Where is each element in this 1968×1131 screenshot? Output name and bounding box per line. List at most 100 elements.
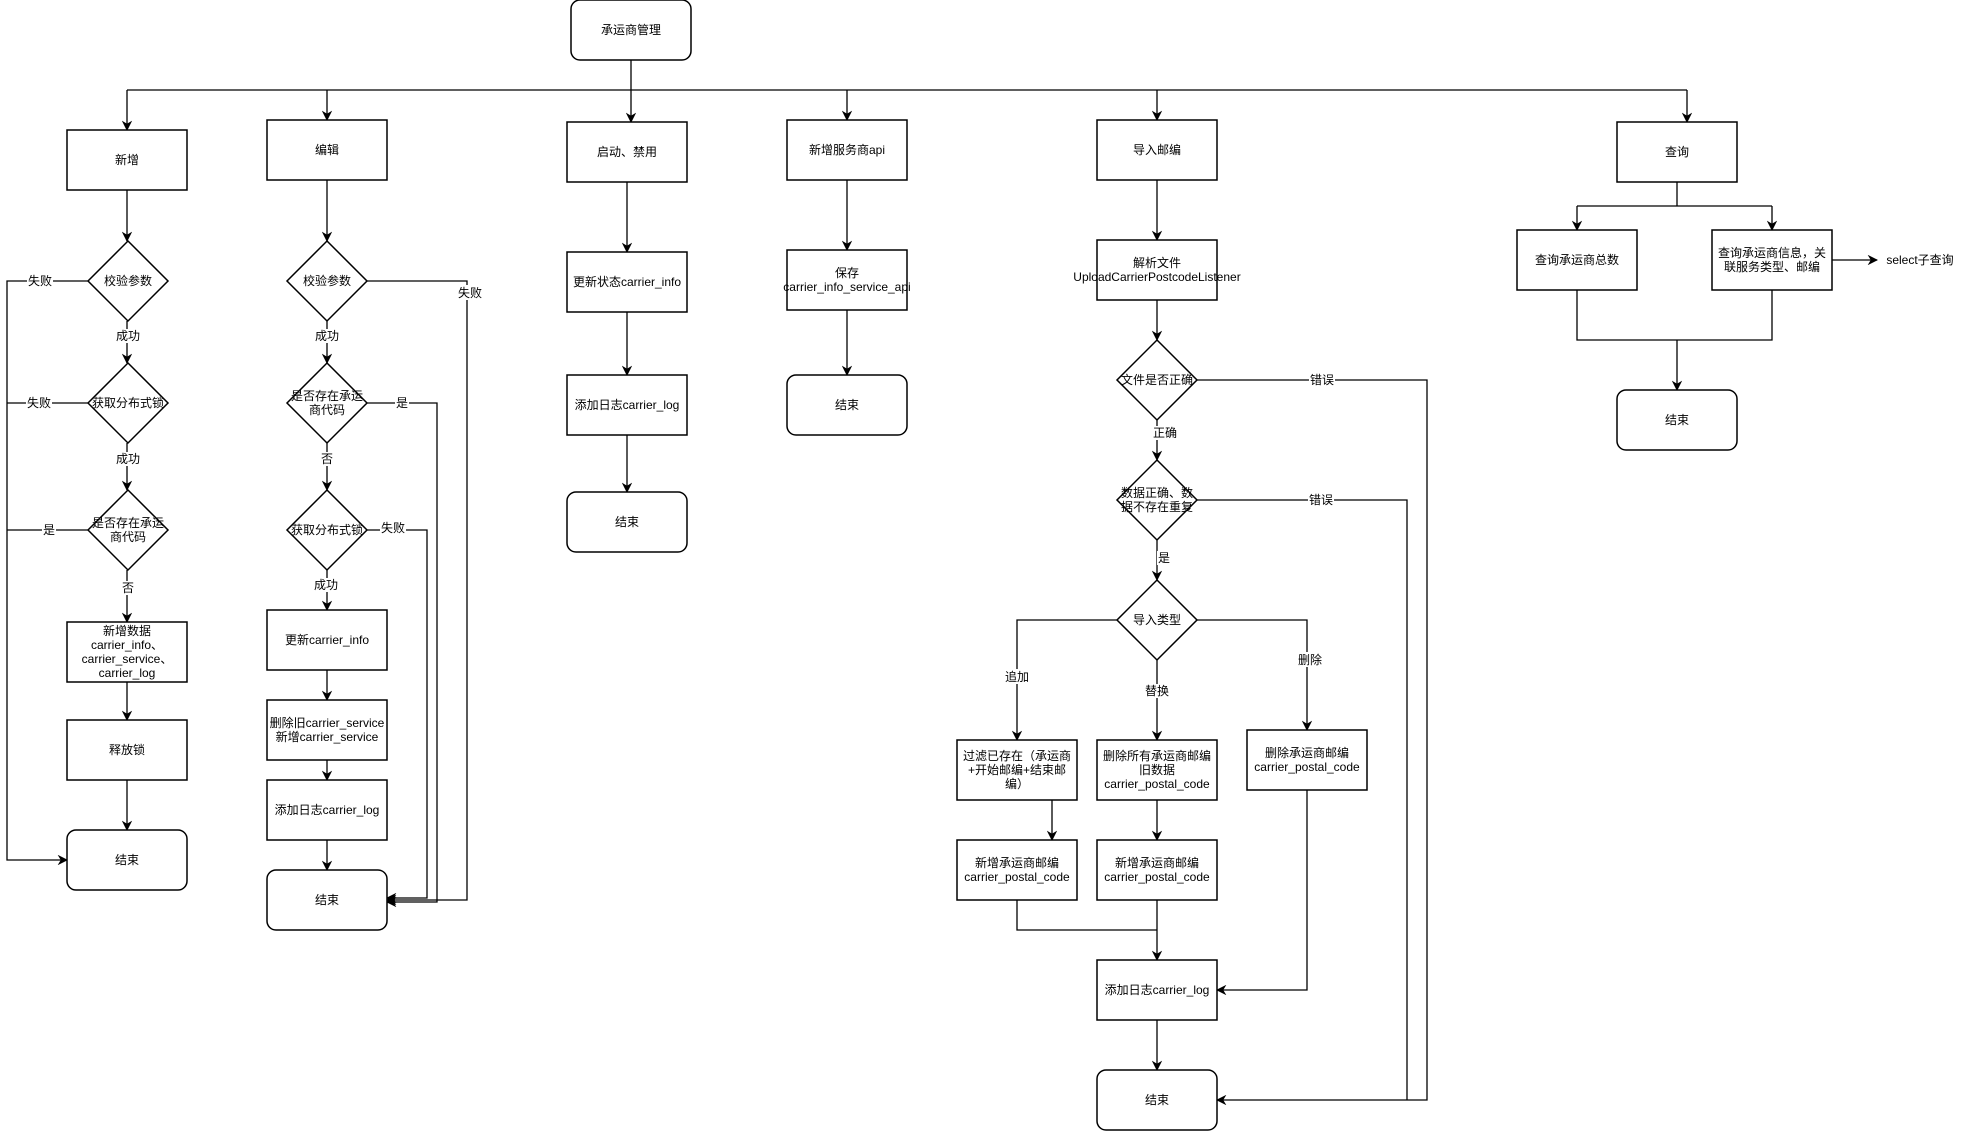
node-add[interactable]: 新增 [66,129,188,191]
process-box [786,249,908,311]
connector [1197,619,1313,732]
process-box [66,129,188,191]
node-label: 新增服务商api [809,142,885,157]
node-imp-end[interactable]: 结束 [1096,1069,1218,1131]
node-label: 解析文件 [1133,255,1181,270]
edge-label-background [114,452,142,466]
node-label: UploadCarrierPostcodeListener [1073,270,1240,284]
process-box [66,719,188,781]
node-add-d2[interactable]: 获取分布式锁 [86,361,170,445]
node-label: carrier_postal_code [964,870,1070,884]
node-edit-b1[interactable]: 更新carrier_info [266,609,388,671]
process-box [1096,119,1218,181]
edge-labels-layer: 失败失败是成功成功否成功否成功失败是失败错误错误正确是追加替换删除select子… [25,253,1955,698]
node-toggle-b2[interactable]: 添加日志carrier_log [566,374,688,436]
process-box [956,739,1078,801]
node-label: 删除旧carrier_service [270,715,385,730]
node-query-count[interactable]: 查询承运商总数 [1516,229,1638,291]
label-success: 成功 [116,329,140,343]
connector [1011,619,1117,742]
node-edit-end[interactable]: 结束 [266,869,388,931]
node-label: carrier_postal_code [1104,870,1210,884]
decision-diamond [1115,338,1199,422]
label-replace: 替换 [1145,684,1169,698]
node-toggle-end[interactable]: 结束 [566,491,688,553]
node-label: 商代码 [309,402,345,417]
node-label: 结束 [615,515,639,529]
node-label: 校验参数 [104,273,152,288]
node-api-end[interactable]: 结束 [786,374,908,436]
node-label: 查询 [1665,145,1689,159]
decision-diamond [86,361,170,445]
node-label: 删除承运商邮编 [1265,745,1349,760]
node-label: 编辑 [315,142,339,157]
edge-label-background [1885,253,1955,267]
node-label: 数据正确、数 [1121,485,1193,500]
node-edit-d3[interactable]: 获取分布式锁 [285,488,369,572]
node-edit-d1[interactable]: 校验参数 [285,239,369,323]
node-add-b1[interactable]: 新增数据carrier_info、carrier_service、carrier… [66,621,188,683]
decision-diamond [86,239,170,323]
node-toggle[interactable]: 启动、禁用 [566,121,688,183]
node-label: carrier_info_service_api [783,280,910,294]
node-label: carrier_log [99,666,156,680]
node-edit-b3[interactable]: 添加日志carrier_log [266,779,388,841]
node-imp-d3[interactable]: 导入类型 [1115,578,1199,662]
node-api[interactable]: 新增服务商api [786,119,908,181]
node-query-end[interactable]: 结束 [1616,389,1738,451]
process-box [1096,739,1218,801]
node-root[interactable]: 承运商管理 [570,0,692,61]
node-toggle-b1[interactable]: 更新状态carrier_info [566,251,688,313]
node-query[interactable]: 查询 [1616,121,1738,183]
label-no: 否 [122,581,134,595]
node-add-end[interactable]: 结束 [66,829,188,891]
process-box [1711,229,1833,291]
node-label: 添加日志carrier_log [275,803,380,817]
node-label: 编） [1005,776,1029,791]
node-label: carrier_postal_code [1104,777,1210,791]
decision-diamond [285,361,369,445]
decision-diamond [86,488,170,572]
node-imp-d1[interactable]: 文件是否正确 [1115,338,1199,422]
edges-layer [6,60,1879,1106]
node-label: 新增 [115,152,139,167]
terminal-box [566,491,688,553]
node-label: 新增carrier_service [276,729,379,744]
label-fail: 失败 [28,273,52,288]
label-correct: 正确 [1153,426,1177,440]
process-box [66,621,188,683]
node-add-d1[interactable]: 校验参数 [86,239,170,323]
label-error: 错误 [1309,493,1333,507]
edge-label-background [313,329,341,343]
node-label: +开始邮编+结束邮 [968,762,1066,777]
label-error: 错误 [1310,373,1334,387]
terminal-box [66,829,188,891]
node-edit[interactable]: 编辑 [266,119,388,181]
node-label: 结束 [315,893,339,907]
edge-label-background [1308,373,1336,387]
process-box [1096,239,1218,301]
node-imp-log[interactable]: 添加日志carrier_log [1096,959,1218,1021]
edge-label-background [114,329,142,343]
node-add-b2[interactable]: 释放锁 [66,719,188,781]
edge-label-background [379,520,407,535]
process-box [266,779,388,841]
connector [1016,900,1157,931]
node-imp[interactable]: 导入邮编 [1096,119,1218,181]
process-box [786,119,908,181]
node-label: 新增数据 [103,623,151,638]
label-yes: 是 [1158,551,1170,565]
